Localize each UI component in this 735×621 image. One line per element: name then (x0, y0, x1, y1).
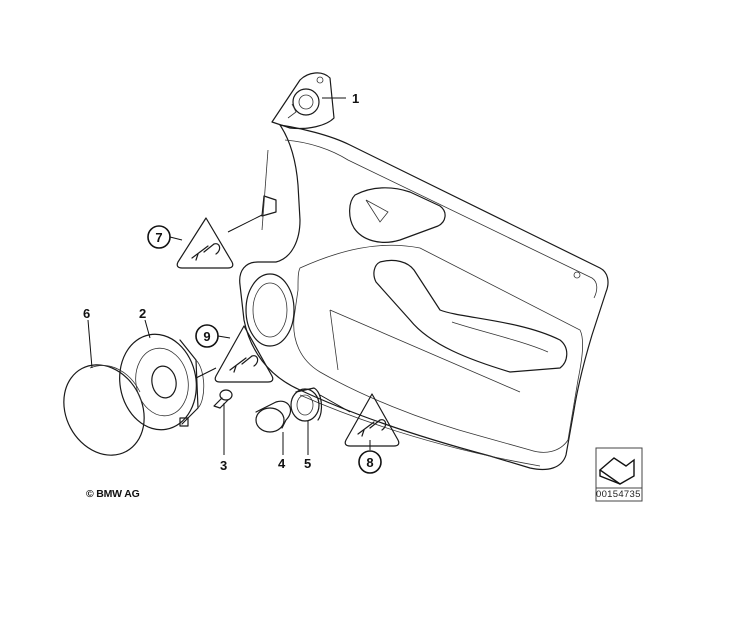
speaker (119, 333, 205, 431)
wire-clip (261, 149, 277, 231)
connector-warning-icon (176, 217, 234, 269)
callout-label-6: 6 (83, 306, 90, 321)
callout-label-2: 2 (139, 306, 146, 321)
button-cap (255, 400, 291, 433)
callout-label-5: 5 (304, 456, 311, 471)
callout-label-3: 3 (220, 458, 227, 473)
callout-circle-8: 8 (358, 450, 382, 474)
connector-warning-icon (214, 325, 274, 383)
callout-label-8: 8 (366, 455, 373, 470)
door-trim-panel (239, 124, 609, 471)
connector-warning-icon (344, 393, 400, 447)
callout-circle-9: 9 (195, 324, 219, 348)
callout-label-9: 9 (203, 329, 210, 344)
grommet (290, 387, 323, 422)
reference-code-box (595, 487, 643, 502)
leader-lines (87, 97, 371, 455)
tweeter-cover (271, 72, 335, 130)
arrow-box-icon (595, 447, 643, 489)
screw (213, 389, 233, 409)
callout-circle-7: 7 (147, 225, 171, 249)
callout-label-7: 7 (155, 230, 162, 245)
callout-label-1: 1 (352, 91, 359, 106)
copyright-text: © BMW AG (86, 488, 140, 500)
reference-code: 00154735 (596, 489, 641, 500)
speaker-grille (63, 364, 145, 456)
callout-label-4: 4 (278, 456, 286, 471)
